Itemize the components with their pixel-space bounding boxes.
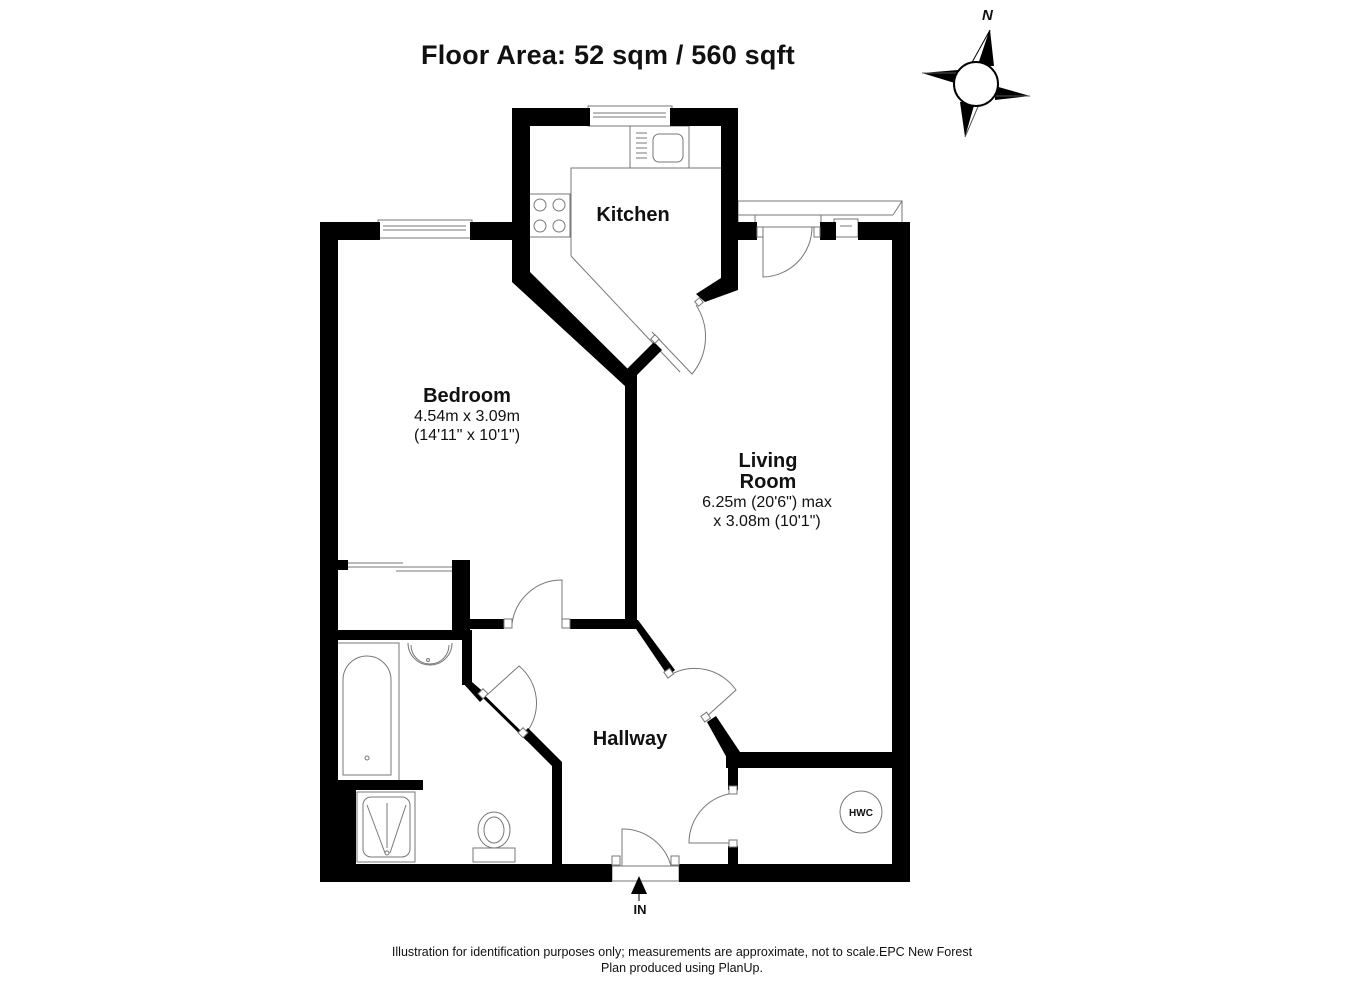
entrance-label: IN xyxy=(633,902,647,917)
bedroom-dim-metric: 4.54m x 3.09m xyxy=(414,408,520,425)
disclaimer-footer: Illustration for identification purposes… xyxy=(0,944,1350,976)
hallway-label: Hallway xyxy=(593,728,668,750)
living-room-label-1: Living xyxy=(739,450,798,472)
bedroom-label: Bedroom xyxy=(423,385,511,407)
hwc-label: HWC xyxy=(849,808,873,819)
north-compass-icon xyxy=(922,29,1030,138)
living-room-label-2: Room xyxy=(740,471,797,493)
compass-north-label: N xyxy=(982,7,993,24)
walls xyxy=(320,108,910,882)
kitchen-label: Kitchen xyxy=(596,204,669,226)
living-room-dim-1: 6.25m (20'6") max xyxy=(702,494,832,511)
entrance-arrow-icon xyxy=(631,876,647,901)
living-room-dim-2: x 3.08m (10'1") xyxy=(713,513,820,530)
floor-area-title: Floor Area: 52 sqm / 560 sqft xyxy=(421,40,795,70)
disclaimer-line-2: Plan produced using PlanUp. xyxy=(601,961,763,975)
disclaimer-line-1: Illustration for identification purposes… xyxy=(391,945,973,959)
bedroom-dim-imperial: (14'11" x 10'1") xyxy=(414,427,520,444)
